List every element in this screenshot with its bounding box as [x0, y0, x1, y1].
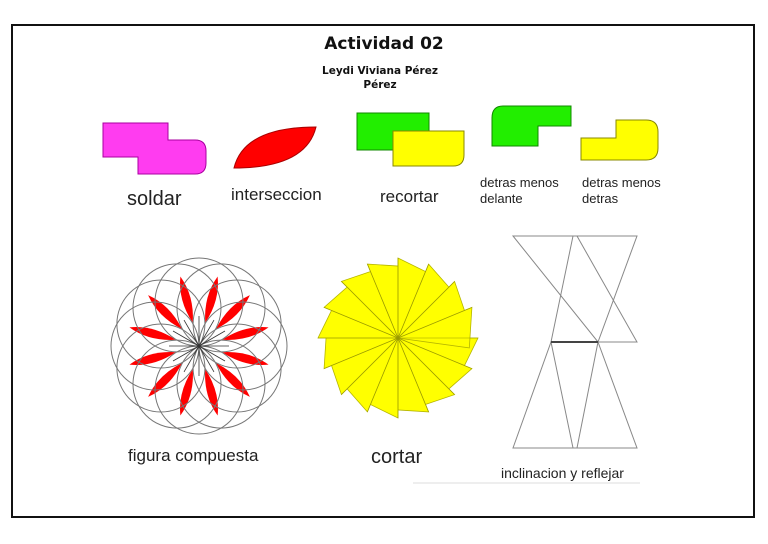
star-cut-line [341, 337, 399, 395]
cortar-shape [317, 257, 479, 419]
star-cut-line [397, 281, 455, 339]
rosette-spoke [198, 330, 226, 347]
rosette-spoke [198, 345, 215, 373]
star-cut-line [397, 337, 455, 395]
rosette-petal [215, 295, 250, 330]
rosette-spoke [172, 330, 200, 347]
label-inclinacion: inclinacion y reflejar [501, 465, 624, 481]
author-line-1: Leydi Viviana Pérez [322, 65, 438, 77]
page-title: Actividad 02 [324, 34, 444, 54]
rosette-spoke [198, 319, 215, 347]
inclinacion-shape [511, 235, 638, 449]
rosette-petal [215, 362, 250, 397]
rosette-spoke [198, 345, 226, 362]
star-cut-line [397, 337, 473, 369]
author-name: Leydi Viviana Pérez Pérez [320, 64, 440, 92]
interseccion-shape [233, 126, 317, 169]
rosette-spoke [172, 345, 200, 362]
rosette-petal [148, 362, 183, 397]
figura-compuesta-shape [110, 257, 288, 435]
rosette-petal [148, 295, 183, 330]
rosette-petal [222, 327, 269, 340]
star-cut-line [323, 307, 399, 339]
label-soldar: soldar [127, 188, 182, 210]
label-detras-menos-delante: detras menos delante [480, 175, 559, 206]
star-cut-line [323, 337, 399, 369]
recortar-yellow-shape [392, 130, 465, 167]
rosette-petal [205, 276, 218, 323]
rosette-circle [192, 279, 282, 369]
star-cut-line [367, 263, 399, 339]
label-figura-compuesta: figura compuesta [128, 446, 259, 465]
rosette-spoke [183, 345, 200, 373]
label-interseccion: interseccion [231, 185, 322, 204]
rosette-petal [129, 352, 176, 365]
soldar-shape [102, 122, 207, 175]
label-detras-menos-detras: detras menos detras [582, 175, 661, 206]
rosette-spoke [183, 319, 200, 347]
rosette-circle [176, 263, 266, 353]
star-cut-line [367, 337, 399, 413]
detras-menos-detras-shape [580, 119, 659, 161]
rosette-petal [222, 352, 269, 365]
label-recortar: recortar [380, 187, 439, 206]
star-cut-line [341, 281, 399, 339]
star-cut-line [397, 263, 429, 339]
rosette-petal [205, 369, 218, 416]
label-cortar: cortar [371, 446, 423, 468]
rosette-petal [129, 327, 176, 340]
author-line-2: Pérez [363, 79, 397, 91]
rosette-petal [180, 369, 193, 416]
detras-menos-delante-shape [491, 105, 572, 147]
star-cut-line [397, 307, 473, 339]
star-cut-line [397, 337, 429, 413]
rosette-petal [180, 276, 193, 323]
